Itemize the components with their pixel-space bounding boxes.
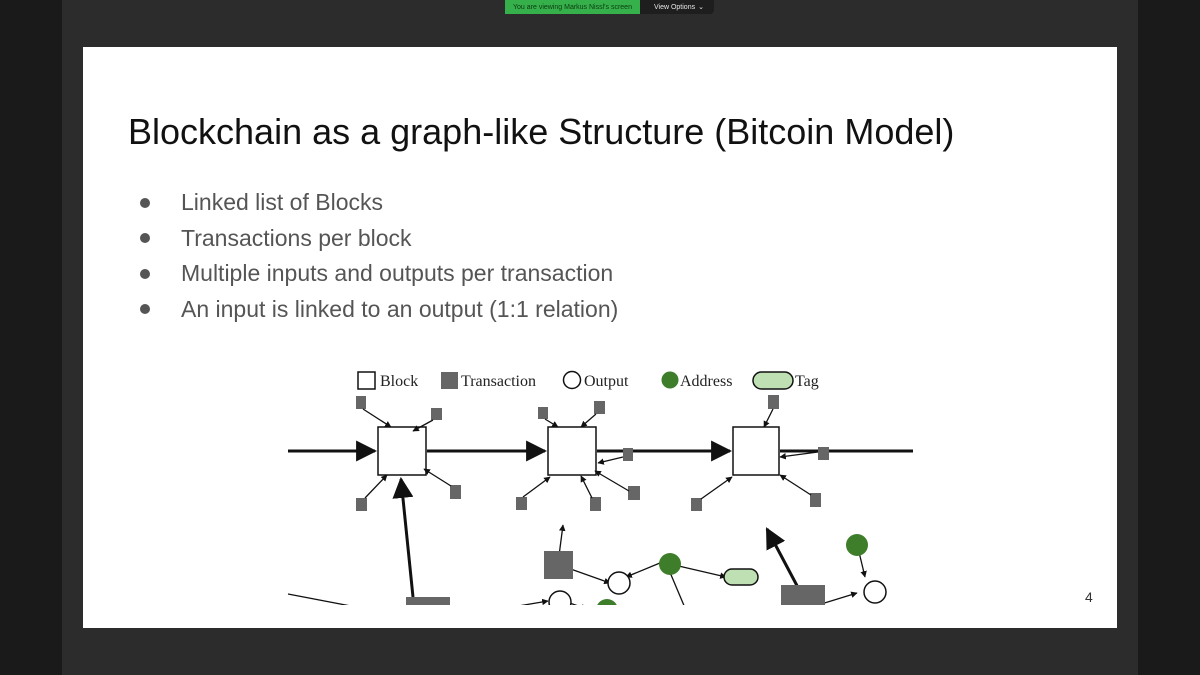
bullet-item: Multiple inputs and outputs per transact… <box>138 256 618 292</box>
legend-tag-symbol <box>752 371 794 390</box>
block-node <box>547 426 597 476</box>
output-node <box>607 571 631 595</box>
block-node <box>377 426 427 476</box>
blockchain-graph-diagram: Block Transaction Output Address Tag <box>287 370 913 605</box>
view-options-button[interactable]: View Options ⌄ <box>639 0 714 14</box>
legend-output-symbol <box>562 370 582 390</box>
bullet-item: An input is linked to an output (1:1 rel… <box>138 292 618 328</box>
view-options-label: View Options <box>653 3 696 11</box>
slide-page-number: 4 <box>1085 589 1093 605</box>
bullet-list: Linked list of Blocks Transactions per b… <box>138 185 618 327</box>
bullet-dot-icon <box>140 304 150 315</box>
legend-address-symbol <box>661 371 679 389</box>
block-chain <box>288 426 913 476</box>
left-margin <box>0 0 62 675</box>
right-margin <box>1138 0 1200 675</box>
bullet-text: An input is linked to an output (1:1 rel… <box>181 295 619 322</box>
block-transactions <box>356 395 829 511</box>
diagram-legend: Block Transaction Output Address Tag <box>357 370 819 390</box>
bullet-text: Transactions per block <box>181 224 412 251</box>
transaction-node <box>781 585 825 605</box>
legend-block-label: Block <box>380 373 418 390</box>
share-status-label: You are viewing Markus Nissl's screen <box>505 0 640 14</box>
output-node <box>863 580 887 604</box>
bullet-dot-icon <box>140 268 150 279</box>
block-node <box>732 426 780 476</box>
legend-transaction-symbol <box>441 372 458 389</box>
tag-node <box>723 568 759 586</box>
chevron-down-icon: ⌄ <box>698 4 704 11</box>
transaction-graph <box>287 476 887 605</box>
legend-block-symbol <box>357 371 376 390</box>
legend-transaction-label: Transaction <box>461 373 536 390</box>
address-node <box>659 553 681 575</box>
bullet-text: Multiple inputs and outputs per transact… <box>181 260 614 287</box>
slide-title: Blockchain as a graph-like Structure (Bi… <box>128 111 955 152</box>
address-node <box>846 534 868 556</box>
bullet-item: Transactions per block <box>138 221 618 257</box>
address-node <box>597 599 617 605</box>
transaction-node <box>406 597 450 605</box>
legend-output-label: Output <box>584 373 629 390</box>
bullet-dot-icon <box>140 197 150 208</box>
output-node <box>548 590 572 605</box>
bullet-text: Linked list of Blocks <box>181 189 383 216</box>
transaction-node <box>544 551 573 579</box>
presentation-slide: Blockchain as a graph-like Structure (Bi… <box>83 47 1117 628</box>
bullet-dot-icon <box>140 233 150 244</box>
legend-tag-label: Tag <box>795 373 819 390</box>
bullet-item: Linked list of Blocks <box>138 185 618 221</box>
screen-share-bar: You are viewing Markus Nissl's screen Vi… <box>505 0 714 14</box>
legend-address-label: Address <box>680 373 732 390</box>
